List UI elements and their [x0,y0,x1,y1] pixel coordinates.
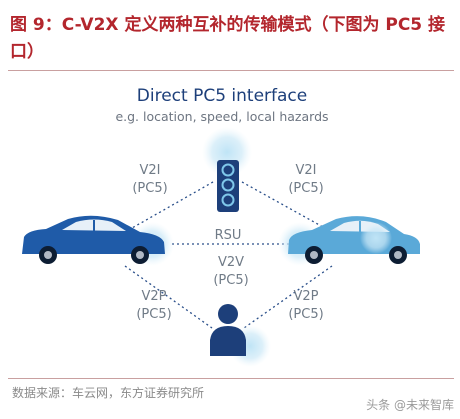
link-v2i-right [241,181,333,233]
person-icon-head [218,304,238,324]
person-icon [210,326,246,356]
v2i-left-label: V2I [140,163,161,178]
v2i-left-sublabel: (PC5) [132,181,167,196]
v2p-right-sublabel: (PC5) [288,307,323,322]
diagram-title: Direct PC5 interface [137,86,307,106]
v2v-sublabel: (PC5) [213,273,248,288]
v2v-label: V2V [218,255,244,270]
watermark: 头条 @未来智库 [366,398,454,412]
figure-caption: 图 9：C-V2X 定义两种互补的传输模式（下图为 PC5 接口） [10,15,446,62]
source-divider [8,378,454,379]
v2p-left-sublabel: (PC5) [136,307,171,322]
rsu-signal-glow [202,127,252,177]
car-right-node [278,216,420,266]
v2i-right-sublabel: (PC5) [288,181,323,196]
car-left-node [22,215,174,266]
source-note: 数据来源：车云网，东方证券研究所 [12,386,205,400]
caption-divider [8,70,454,71]
rsu-node [202,127,252,212]
v2i-right-label: V2I [296,163,317,178]
rsu-label: RSU [215,228,242,243]
link-v2i-left [124,181,214,233]
diagram-subtitle: e.g. location, speed, local hazards [115,109,328,124]
car-left-icon [22,215,165,254]
pc5-diagram: Direct PC5 interface e.g. location, spee… [22,86,420,367]
connection-lines [124,181,333,329]
car-right-signal-glow-rear [360,222,392,254]
pedestrian-node [210,304,271,367]
v2p-right-label: V2P [293,289,318,304]
v2p-left-label: V2P [141,289,166,304]
traffic-light-icon [217,160,239,212]
